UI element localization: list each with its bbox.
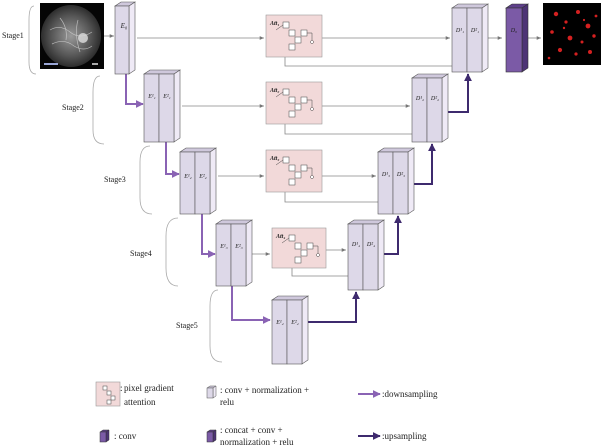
block-label: E²₂ <box>198 174 207 180</box>
legend-conv-norm-relu-label: : conv + normalization + <box>220 385 309 395</box>
decoder-block-d4: D¹₄ D²₄ <box>347 219 385 291</box>
decoder-block-d3: D¹₃ D²₃ <box>377 147 415 215</box>
legend: pixel gradient attention : : conv + norm… <box>95 381 438 447</box>
legend-conv-label: : conv <box>114 431 137 441</box>
block-label: D¹₃ <box>381 172 390 178</box>
encoder-block-e2: E¹₂ E²₂ <box>179 147 217 215</box>
legend-attention-label: pixel gradient <box>124 383 174 393</box>
block-label: Att₂ <box>269 88 279 94</box>
legend-attention-label: attention <box>124 397 156 407</box>
legend-colon: : <box>120 383 123 393</box>
downsampling-arrows <box>125 72 271 324</box>
block-label: Att₃ <box>269 156 279 162</box>
encoder-block-e1: E¹₁ E²₁ <box>143 69 181 143</box>
legend-conv-norm-relu-icon <box>206 385 217 399</box>
upsampling-arrows <box>302 73 472 323</box>
attention-block-3: Att₃ <box>265 149 323 193</box>
stage-label: Stage5 <box>176 321 198 330</box>
stage-label: Stage1 <box>2 31 24 40</box>
legend-concat-icon <box>206 429 217 443</box>
encoder-block-e4: E¹₄ E²₄ <box>271 295 309 365</box>
attention-block-2: Att₂ <box>265 81 323 125</box>
legend-conv-norm-relu-label: relu <box>220 397 234 407</box>
block-label: E¹₃ <box>219 244 228 250</box>
block-label: E²₄ <box>290 320 299 326</box>
stage-bracket <box>209 289 223 363</box>
block-label: E²₁ <box>162 94 171 100</box>
encoder-block-e3: E¹₃ E²₃ <box>215 219 253 287</box>
block-label: D¹₂ <box>415 96 424 102</box>
block-label: E₀ <box>120 22 128 30</box>
decoder-block-d1: D¹₁ D²₁ <box>451 3 489 73</box>
block-label: D₀ <box>510 28 517 34</box>
attention-block-4: Att₄ <box>271 227 327 269</box>
legend-conv-icon <box>99 429 110 443</box>
attention-block-1: Att₁ <box>265 14 323 58</box>
legend-upsampling-label: :upsampling <box>382 431 427 441</box>
stage-label: Stage4 <box>130 249 152 258</box>
block-label: Att₄ <box>275 234 285 240</box>
block-label: E²₃ <box>234 244 243 250</box>
input-fundus-image <box>40 3 104 69</box>
block-label: D²₁ <box>470 28 479 34</box>
block-label: D²₃ <box>396 172 405 178</box>
stage-bracket <box>139 145 153 215</box>
block-label: D²₂ <box>430 96 439 102</box>
legend-concat-label: normalization + relu <box>220 437 294 447</box>
output-block-d0: D₀ <box>505 3 529 73</box>
legend-concat-label: : concat + conv + <box>220 425 283 435</box>
block-label: E¹₂ <box>183 174 192 180</box>
output-segmentation-image <box>543 3 601 65</box>
block-label: Att₁ <box>269 21 279 27</box>
block-label: D¹₄ <box>351 242 360 248</box>
block-label: E¹₄ <box>275 320 284 326</box>
legend-attention-icon <box>95 381 121 407</box>
stage-label: Stage3 <box>104 175 126 184</box>
legend-downsampling-label: :downsampling <box>382 389 438 399</box>
block-label: D²₄ <box>366 242 375 248</box>
decoder-block-d2: D¹₂ D²₂ <box>411 73 449 143</box>
encoder-block-e0: E₀ <box>114 1 136 75</box>
stage-labels: Stage1 Stage2 Stage3 Stage4 Stage5 <box>2 5 223 363</box>
stage-label: Stage2 <box>62 103 84 112</box>
stage-bracket <box>92 75 105 145</box>
stage-bracket <box>28 5 37 75</box>
block-label: D¹₁ <box>455 28 464 34</box>
block-label: E¹₁ <box>147 94 156 100</box>
stage-bracket <box>165 217 179 287</box>
